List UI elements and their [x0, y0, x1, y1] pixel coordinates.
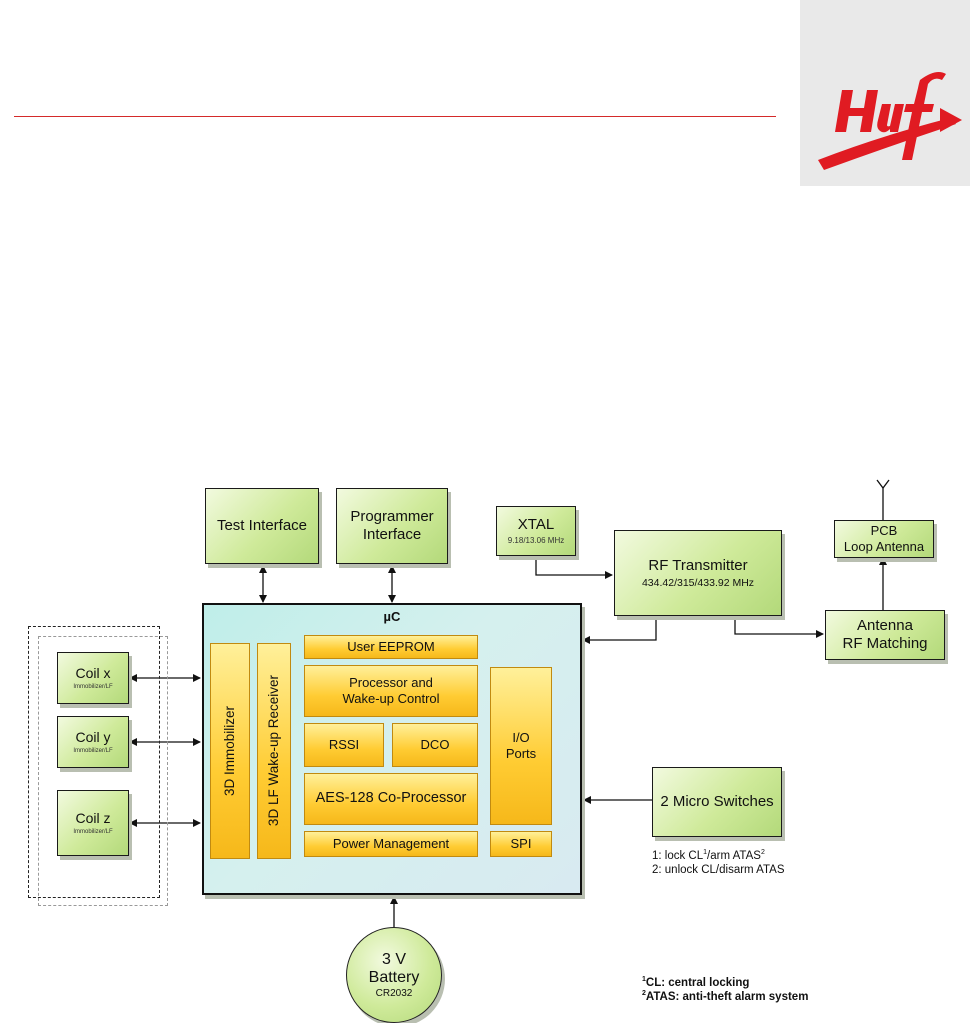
- footnote-atas: 2ATAS: anti-theft alarm system: [642, 990, 809, 1004]
- footnote-cl: 1CL: central locking: [642, 976, 750, 989]
- power-label: Power Management: [332, 836, 450, 852]
- xtal-sub: 9.18/13.06 MHz: [507, 536, 565, 546]
- programmer-interface-line1: Programmer: [350, 508, 434, 525]
- xtal-label: XTAL: [517, 516, 555, 534]
- spi-label: SPI: [510, 836, 532, 852]
- user-eeprom-module: User EEPROM: [304, 635, 478, 659]
- switch-note-2: 2: unlock CL/disarm ATAS: [652, 864, 785, 877]
- coil-y-label: Coil y: [75, 729, 111, 745]
- coil-y-block: Coil y Immobilizer/LF: [57, 716, 129, 768]
- spi-module: SPI: [490, 831, 552, 857]
- processor-line2: Wake-up Control: [342, 691, 440, 706]
- coil-z-block: Coil z Immobilizer/LF: [57, 790, 129, 856]
- coil-group-frame-inner: [38, 636, 168, 906]
- huf-logo-mark: [818, 72, 962, 170]
- antenna-matching-line1: Antenna: [857, 617, 913, 634]
- rssi-label: RSSI: [328, 737, 360, 753]
- battery-sub: CR2032: [375, 987, 413, 999]
- pcb-antenna-line1: PCB: [870, 523, 898, 539]
- user-eeprom-label: User EEPROM: [347, 639, 435, 655]
- test-interface-block: Test Interface: [205, 488, 319, 564]
- programmer-interface-block: Programmer Interface: [336, 488, 448, 564]
- antenna-rf-matching-block: Antenna RF Matching: [825, 610, 945, 660]
- switch-note-1: 1: lock CL1/arm ATAS2: [652, 849, 765, 862]
- footnotes: 1CL: central locking 2ATAS: anti-theft a…: [642, 976, 808, 1005]
- test-interface-label: Test Interface: [216, 517, 308, 534]
- immobilizer-label: 3D Immobilizer: [221, 705, 237, 797]
- battery-block: 3 V Battery CR2032: [346, 927, 442, 1023]
- battery-line1: 3 V: [381, 950, 406, 968]
- processor-line1: Processor and: [349, 675, 433, 691]
- xtal-block: XTAL 9.18/13.06 MHz: [496, 506, 576, 556]
- rssi-module: RSSI: [304, 723, 384, 767]
- io-line1: I/O: [512, 730, 530, 746]
- rf-transmitter-label: RF Transmitter: [648, 556, 748, 574]
- processor-module: Processor and Wake-up Control: [304, 665, 478, 717]
- aes-label: AES-128 Co-Processor: [315, 790, 467, 807]
- coil-group-frame: [28, 626, 160, 898]
- coil-x-sub: Immobilizer/LF: [73, 683, 113, 690]
- programmer-interface-line2: Interface: [362, 526, 422, 543]
- pcb-antenna-line2: Loop Antenna: [843, 539, 925, 554]
- dco-label: DCO: [420, 737, 450, 753]
- rf-transmitter-block: RF Transmitter 434.42/315/433.92 MHz: [614, 530, 782, 616]
- pcb-loop-antenna-block: PCB Loop Antenna: [834, 520, 934, 558]
- io-line2: Ports: [505, 746, 537, 761]
- coil-z-sub: Immobilizer/LF: [73, 828, 113, 835]
- coil-x-block: Coil x Immobilizer/LF: [57, 652, 129, 704]
- antenna-matching-line2: RF Matching: [842, 635, 928, 652]
- coil-y-sub: Immobilizer/LF: [73, 747, 113, 754]
- micro-switches-label: 2 Micro Switches: [660, 793, 774, 810]
- battery-line2: Battery: [368, 969, 420, 987]
- coil-x-label: Coil x: [75, 665, 111, 681]
- rf-transmitter-sub: 434.42/315/433.92 MHz: [641, 576, 755, 589]
- immobilizer-module: 3D Immobilizer: [210, 643, 250, 859]
- dco-module: DCO: [392, 723, 478, 767]
- coil-z-label: Coil z: [75, 810, 111, 826]
- micro-switches-block: 2 Micro Switches: [652, 767, 782, 837]
- header-rule: [14, 116, 776, 117]
- io-ports-module: I/O Ports: [490, 667, 552, 825]
- lf-receiver-module: 3D LF Wake-up Receiver: [257, 643, 291, 859]
- huf-logo: [800, 0, 970, 186]
- switch-notes: 1: lock CL1/arm ATAS2 2: unlock CL/disar…: [652, 849, 785, 878]
- aes-coprocessor-module: AES-128 Co-Processor: [304, 773, 478, 825]
- lf-receiver-label: 3D LF Wake-up Receiver: [265, 675, 281, 827]
- power-management-module: Power Management: [304, 831, 478, 857]
- microcontroller-block: µC 3D Immobilizer 3D LF Wake-up Receiver…: [202, 603, 582, 895]
- microcontroller-title: µC: [383, 609, 401, 624]
